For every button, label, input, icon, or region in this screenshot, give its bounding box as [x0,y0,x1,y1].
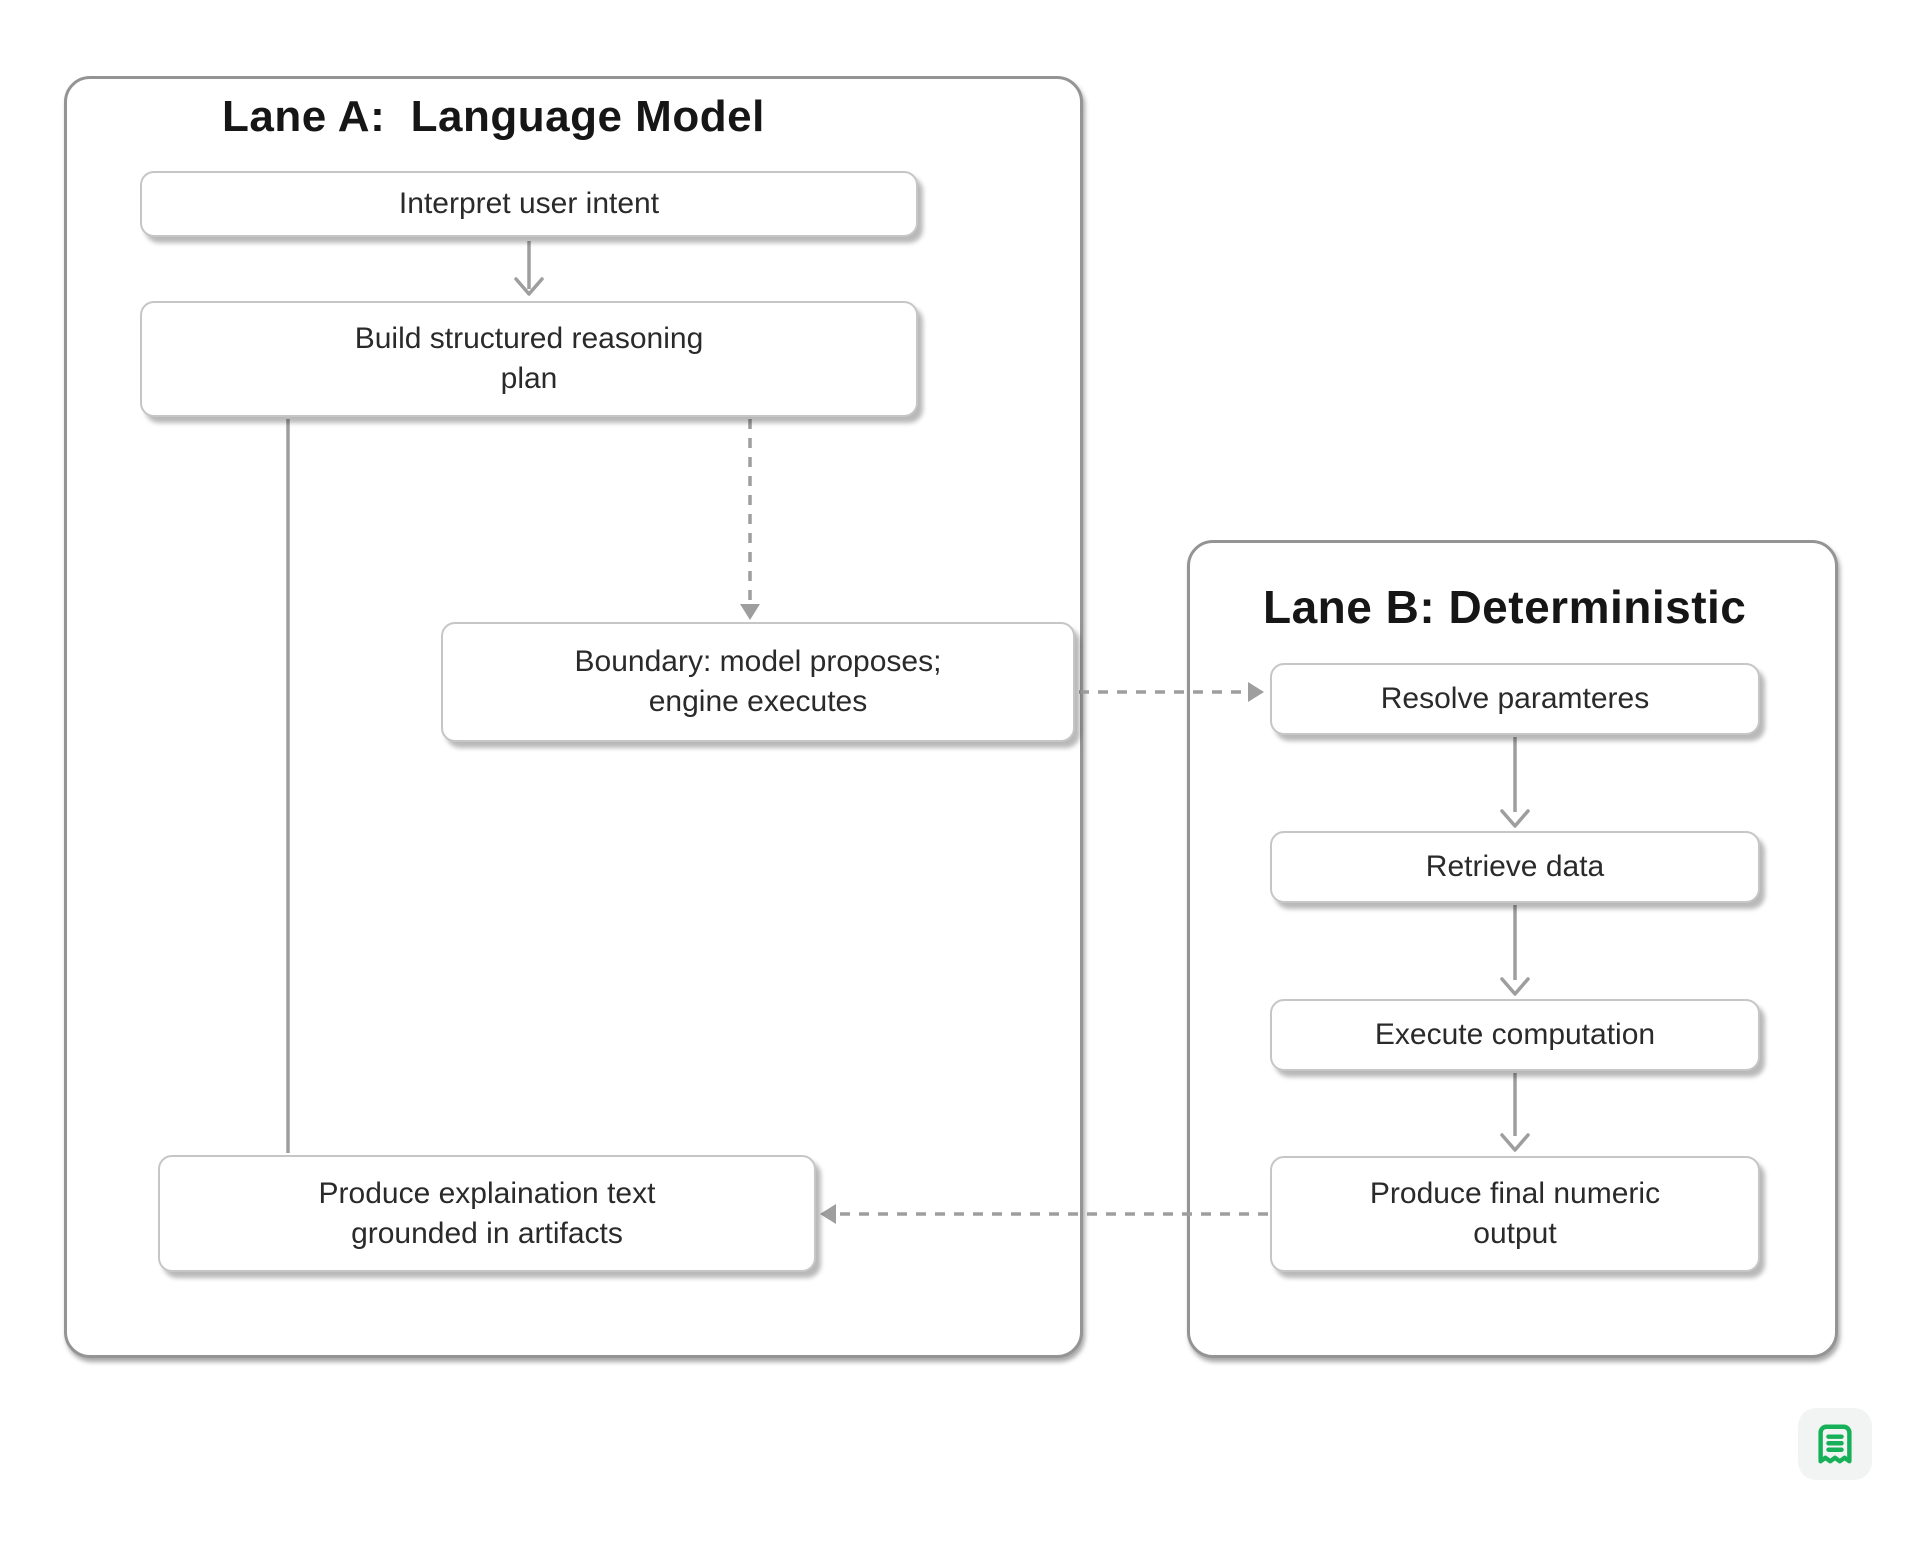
node-build-structured-reasoning-plan: Build structured reasoning plan [140,301,918,417]
node-retrieve-data: Retrieve data [1270,831,1760,903]
lane-a-title: Lane A: Language Model [222,92,765,141]
node-produce-final-numeric-output: Produce final numeric output [1270,1156,1760,1272]
node-interpret-user-intent: Interpret user intent [140,171,918,237]
node-produce-explanation-text: Produce explaination text grounded in ar… [158,1155,816,1272]
node-resolve-parameters: Resolve paramteres [1270,663,1760,735]
lane-b-title: Lane B: Deterministic [1263,581,1747,633]
node-boundary-model-proposes: Boundary: model proposes; engine execute… [441,622,1075,742]
receipt-icon-button[interactable] [1798,1408,1872,1480]
receipt-icon [1812,1421,1858,1467]
node-execute-computation: Execute computation [1270,999,1760,1071]
